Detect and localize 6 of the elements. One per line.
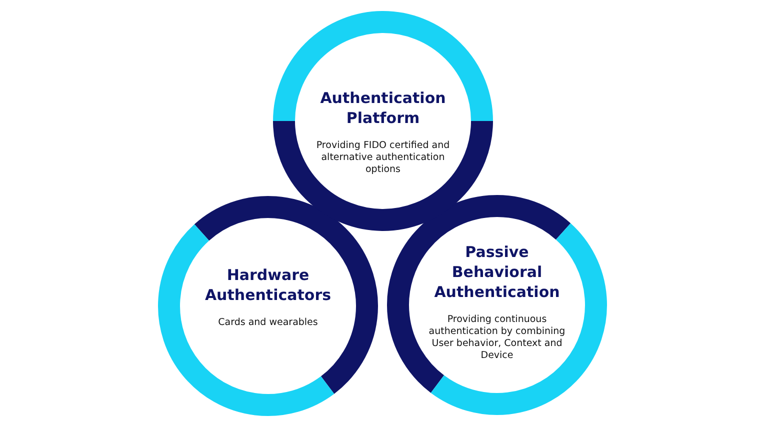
circle-title: Hardware Authenticators bbox=[204, 265, 332, 305]
circle-title: Authentication Platform bbox=[319, 88, 447, 128]
circle-description: Providing continuous authentication by combining User behavior, Context and Device bbox=[428, 314, 566, 362]
circle-description: Cards and wearables bbox=[217, 317, 319, 329]
circle-description: Providing FIDO certified and alternative authentication options bbox=[315, 140, 451, 176]
circle-title: Passive Behavioral Authentication bbox=[433, 242, 561, 302]
